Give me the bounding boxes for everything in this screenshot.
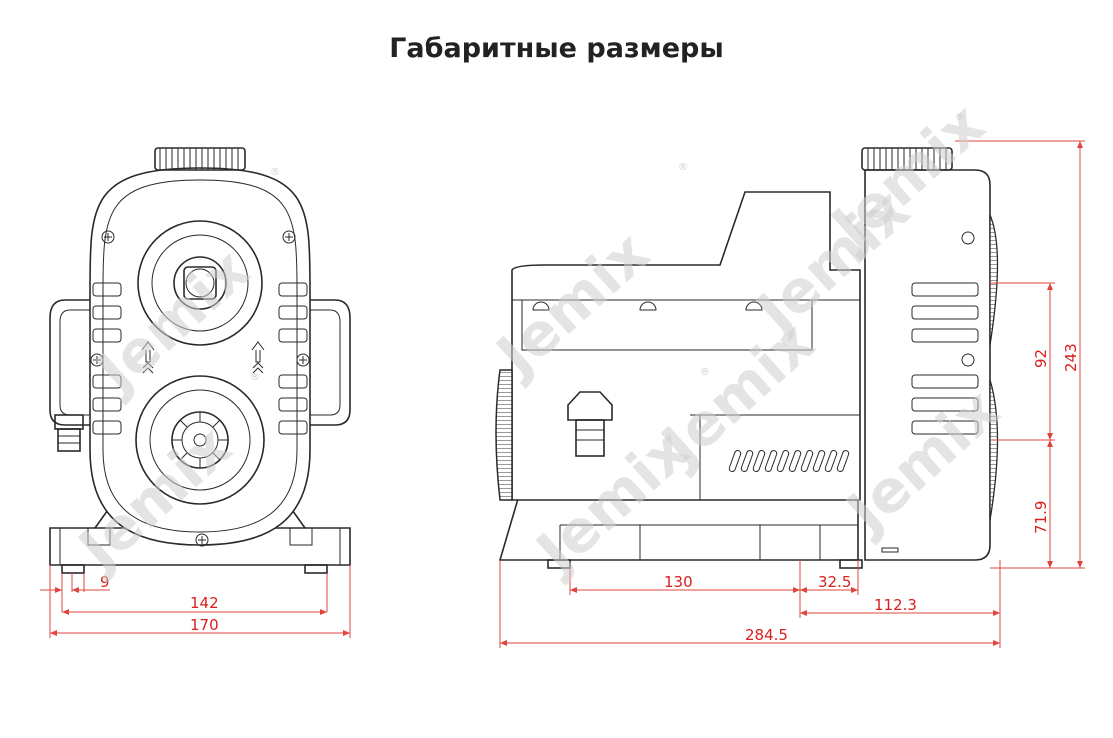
side-dimensions: 130 32.5 112.3 284.5 92 243 71.9 bbox=[499, 140, 1085, 648]
front-view bbox=[49, 147, 351, 574]
dim-112-3: 112.3 bbox=[874, 596, 917, 614]
registered-mark: ® bbox=[955, 112, 965, 123]
flow-arrow-icon bbox=[251, 341, 265, 374]
dim-142: 142 bbox=[190, 594, 219, 612]
dim-71-9: 71.9 bbox=[1032, 501, 1050, 534]
side-view bbox=[495, 147, 999, 569]
registered-mark: ® bbox=[250, 372, 260, 383]
registered-mark: ® bbox=[270, 167, 280, 178]
page-title: Габаритные размеры bbox=[389, 33, 724, 64]
registered-mark: ® bbox=[700, 367, 710, 378]
flow-arrow-icon bbox=[141, 341, 155, 374]
dim-170: 170 bbox=[190, 616, 219, 634]
dim-92: 92 bbox=[1032, 349, 1050, 368]
dim-9: 9 bbox=[100, 573, 110, 591]
dim-130: 130 bbox=[664, 573, 693, 591]
front-dimensions: 9 142 170 bbox=[40, 565, 351, 638]
dim-32-5: 32.5 bbox=[818, 573, 851, 591]
registered-mark: ® bbox=[678, 162, 688, 173]
dim-243: 243 bbox=[1062, 343, 1080, 372]
dim-284-5: 284.5 bbox=[745, 626, 788, 644]
